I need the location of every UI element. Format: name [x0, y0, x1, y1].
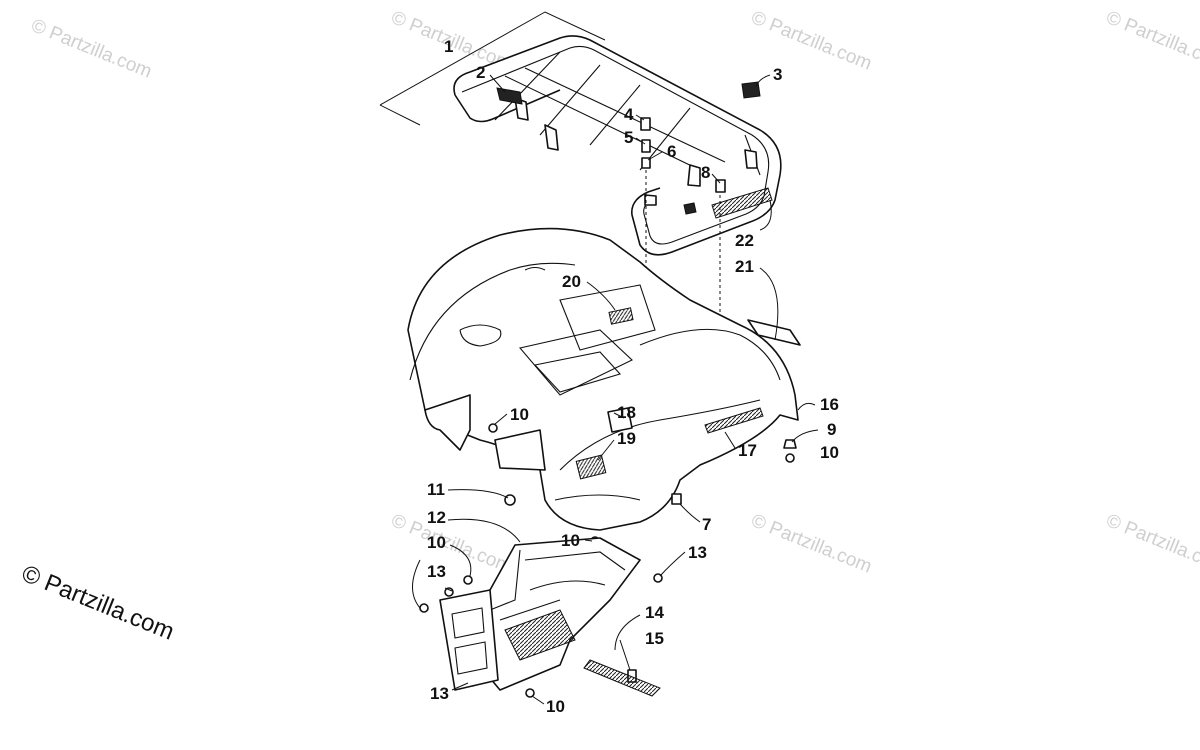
- footwell: [439, 537, 641, 691]
- leader-lines: [412, 74, 819, 705]
- callout-10a: 10: [510, 405, 529, 424]
- part-8-bolt: [715, 179, 726, 193]
- watermark-top-far-right: © Partzilla.com: [1103, 7, 1200, 74]
- callout-20: 20: [562, 272, 581, 291]
- watermark-top-right: © Partzilla.com: [748, 7, 875, 74]
- callout-19: 19: [617, 429, 636, 448]
- callout-9: 9: [827, 420, 836, 439]
- decal-21: [747, 319, 801, 346]
- callout-17: 17: [738, 441, 757, 460]
- callout-10b: 10: [820, 443, 839, 462]
- watermark-mid-center: © Partzilla.com: [388, 510, 515, 577]
- callout-13a: 13: [688, 543, 707, 562]
- watermark-mid-far-right: © Partzilla.com: [1103, 510, 1200, 577]
- callout-10c: 10: [561, 531, 580, 550]
- callout-3: 3: [773, 65, 782, 84]
- callout-14: 14: [645, 603, 664, 622]
- callout-15: 15: [645, 629, 664, 648]
- callout-22: 22: [735, 231, 754, 250]
- rear-fender: [407, 227, 799, 531]
- callout-7: 7: [702, 515, 711, 534]
- callout-10e: 10: [546, 697, 565, 716]
- callouts: 1 2 3 4 5 6 8 22 21 20 18 19 10 16 9 17 …: [427, 37, 839, 716]
- callout-11: 11: [427, 480, 445, 499]
- part-14-strip: [583, 659, 661, 697]
- callout-16: 16: [820, 395, 839, 414]
- callout-5: 5: [624, 128, 633, 147]
- watermark-top-left: © Partzilla.com: [28, 15, 155, 82]
- callout-1: 1: [444, 37, 453, 56]
- callout-8: 8: [701, 163, 710, 182]
- callout-12: 12: [427, 508, 446, 527]
- callout-10d: 10: [427, 533, 446, 552]
- callout-13b: 13: [427, 562, 446, 581]
- watermark-mid-right: © Partzilla.com: [748, 510, 875, 577]
- callout-4: 4: [624, 105, 634, 124]
- callout-6: 6: [667, 142, 676, 161]
- callout-18: 18: [617, 403, 636, 422]
- parts-4-5-6-hardware: [640, 117, 651, 169]
- rear-rack: [379, 11, 782, 256]
- callout-21: 21: [735, 257, 754, 276]
- part-3-clip: [741, 81, 761, 99]
- callout-2: 2: [476, 63, 485, 82]
- callout-13c: 13: [430, 684, 449, 703]
